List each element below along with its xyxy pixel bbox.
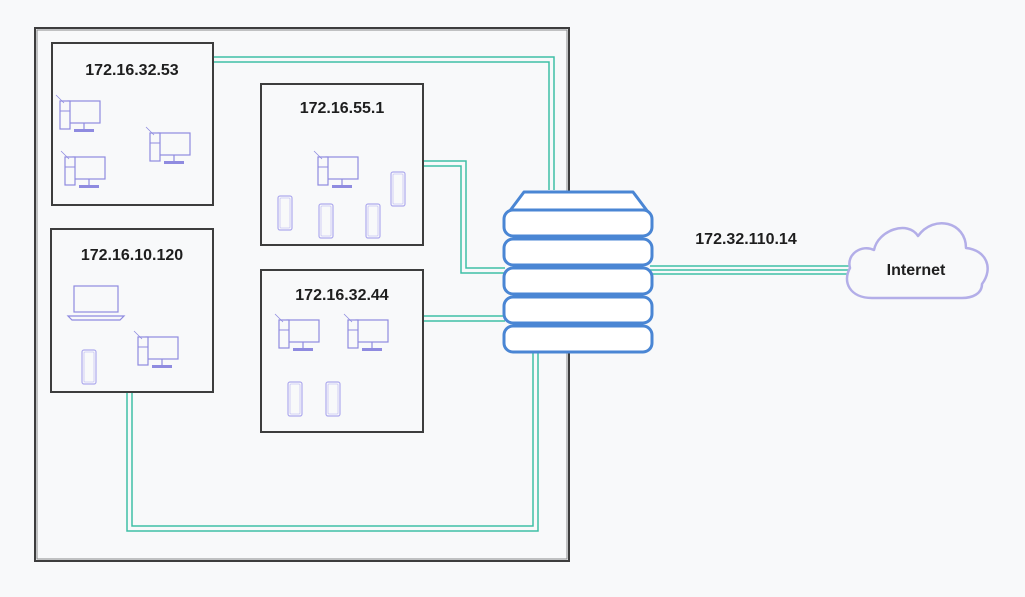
subnet-box-4: 172.16.32.44: [260, 269, 424, 433]
cloud-icon: [845, 221, 989, 300]
cable-subnet-3: [126, 352, 539, 532]
network-cables: [126, 56, 862, 532]
phone-icon: [325, 381, 341, 417]
phone-icon: [318, 203, 334, 239]
phone-icon: [287, 381, 303, 417]
subnet-box-3: 172.16.10.120: [50, 228, 214, 393]
subnet-label-3: 172.16.10.120: [81, 247, 183, 264]
subnet-box-1: 172.16.32.53: [51, 42, 214, 206]
cable-uplink: [650, 265, 862, 275]
subnet-label-1: 172.16.32.53: [85, 62, 179, 79]
subnet-label-2: 172.16.55.1: [300, 100, 385, 117]
subnet-label-4: 172.16.32.44: [295, 287, 389, 304]
cable-subnet-4: [423, 315, 505, 322]
internet-label: Internet: [887, 262, 946, 279]
cable-subnet-2: [423, 160, 505, 274]
phone-icon: [390, 171, 406, 207]
phone-icon: [277, 195, 293, 231]
phone-icon: [365, 203, 381, 239]
uplink-label: 172.32.110.14: [695, 231, 797, 248]
phone-icon: [81, 349, 97, 385]
cable-subnet-1: [213, 56, 555, 190]
server-icon: [502, 190, 654, 354]
subnet-box-2: 172.16.55.1: [260, 83, 424, 246]
